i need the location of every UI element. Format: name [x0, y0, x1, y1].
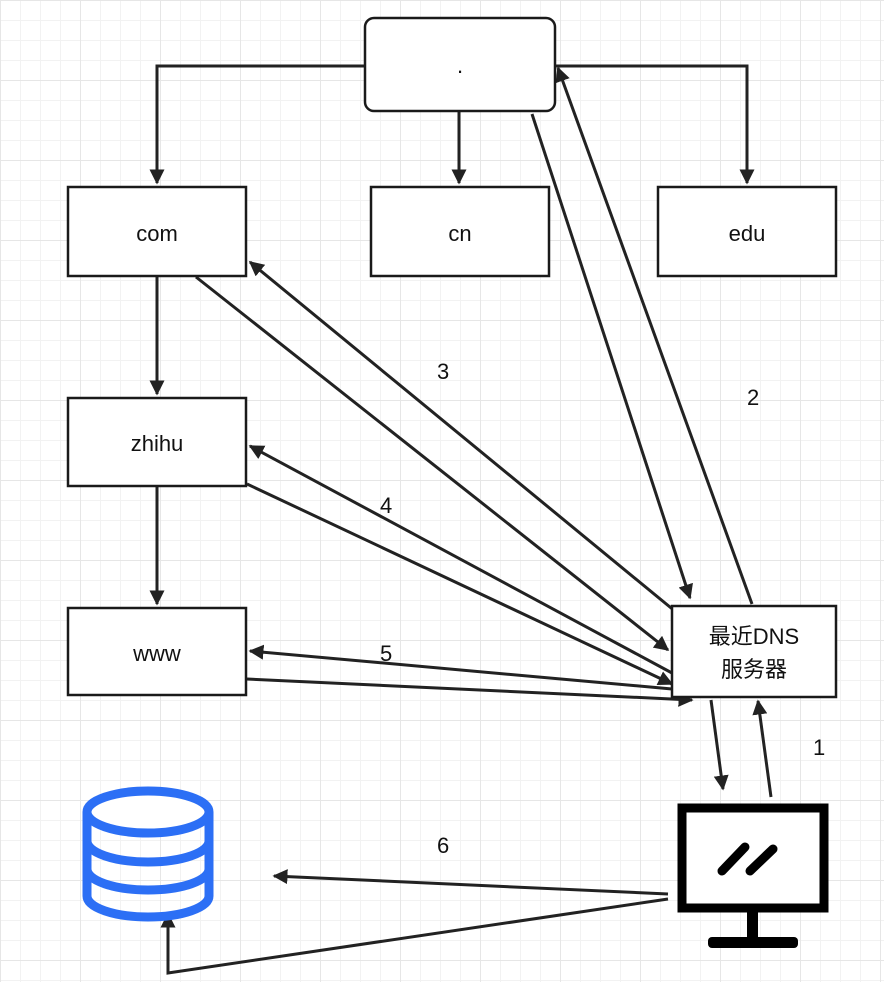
edge-query-www: [246, 677, 694, 707]
cn-label: cn: [448, 221, 471, 246]
www-box: [66, 606, 248, 697]
zhihu-box: [66, 396, 248, 488]
root-box: [363, 16, 557, 113]
step-label-4: 4: [380, 493, 392, 518]
step-label-1: 1: [813, 735, 825, 760]
edge-response-com: [248, 260, 677, 614]
zhihu-node: zhihu: [66, 396, 248, 488]
edge-query-root: [530, 113, 693, 600]
query-edges: [160, 66, 773, 975]
edge-response-zhihu: [248, 444, 673, 675]
dns-server-label-line2: 服务器: [721, 657, 787, 682]
cn-node: cn: [369, 185, 551, 278]
dns-server-label-line1: 最近DNS: [709, 624, 799, 649]
www-label: www: [132, 641, 181, 666]
edge-response-root: [555, 66, 754, 605]
root-node: .: [363, 16, 557, 113]
dns-server-box: [670, 604, 838, 699]
hierarchy-edges: [149, 64, 755, 606]
edge-query-dns: [752, 699, 773, 798]
edge-query-zhihu: [246, 482, 674, 686]
edge-client-to-db: [160, 897, 669, 975]
edu-node: edu: [656, 185, 838, 278]
com-label: com: [136, 221, 178, 246]
cn-box: [369, 185, 551, 278]
edge-root-com: [149, 64, 365, 185]
root-label: .: [457, 53, 463, 78]
www-node: www: [66, 606, 248, 697]
com-box: [66, 185, 248, 278]
edge-root-edu: [555, 64, 755, 185]
zhihu-label: zhihu: [131, 431, 184, 456]
database-icon: [82, 786, 214, 922]
step-label-2: 2: [747, 385, 759, 410]
step-label-5: 5: [380, 641, 392, 666]
step-label-3: 3: [437, 359, 449, 384]
edge-response-www: [248, 644, 673, 691]
com-node: com: [66, 185, 248, 278]
edu-label: edu: [729, 221, 766, 246]
edge-query-com: [195, 275, 670, 652]
edge-client-to-server: [272, 869, 669, 896]
step-label-6: 6: [437, 833, 449, 858]
edge-response-client: [709, 699, 729, 791]
monitor-icon: [677, 803, 829, 948]
dns-server-node: 最近DNS 服务器: [670, 604, 838, 699]
edu-box: [656, 185, 838, 278]
